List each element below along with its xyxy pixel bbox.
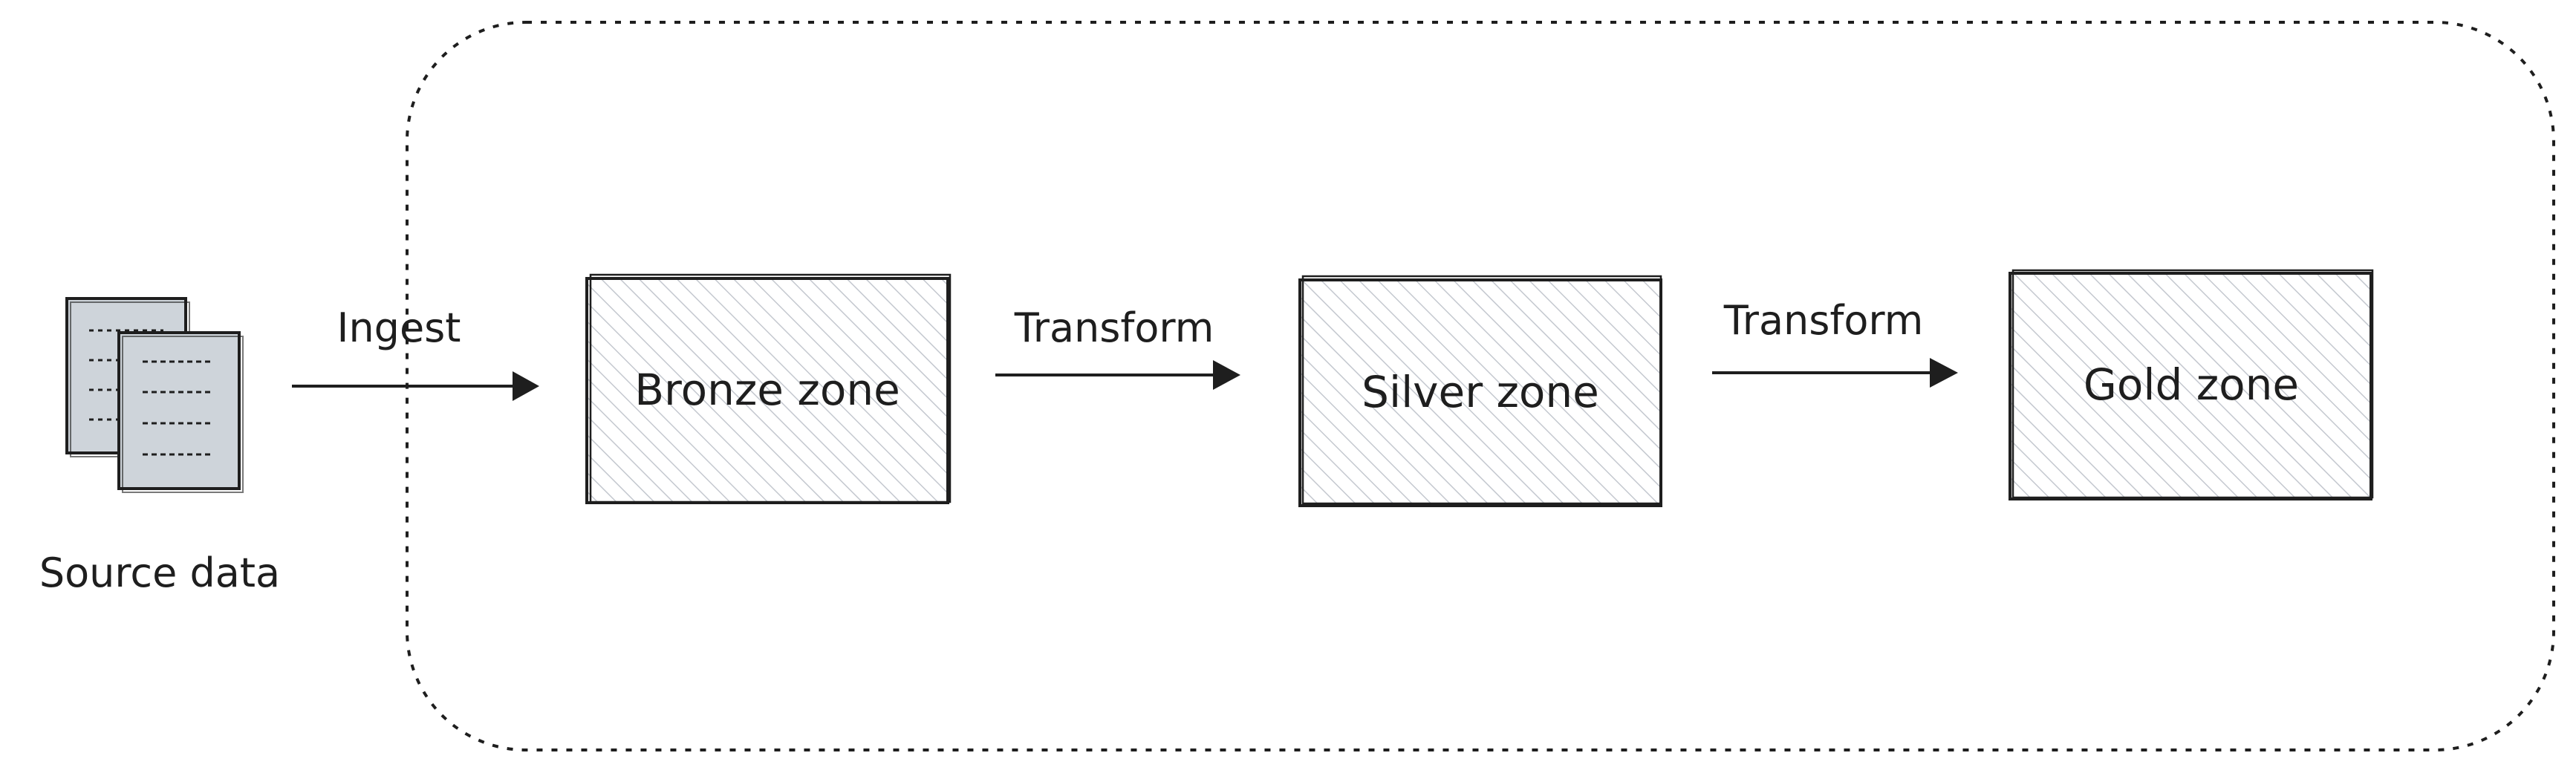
transform-label-2: Transform <box>1723 297 1924 344</box>
bronze-zone-label: Bronze zone <box>634 365 900 415</box>
source-data-label: Source data <box>39 549 280 596</box>
transform-label-1: Transform <box>1014 304 1214 351</box>
ingest-label: Ingest <box>337 304 461 351</box>
silver-zone-label: Silver zone <box>1362 367 1599 417</box>
documents-icon <box>65 297 244 493</box>
bronze-zone-box: Bronze zone <box>585 273 952 504</box>
gold-zone-box: Gold zone <box>2009 269 2374 500</box>
gold-zone-label: Gold zone <box>2084 359 2299 410</box>
silver-zone-box: Silver zone <box>1298 275 1662 507</box>
